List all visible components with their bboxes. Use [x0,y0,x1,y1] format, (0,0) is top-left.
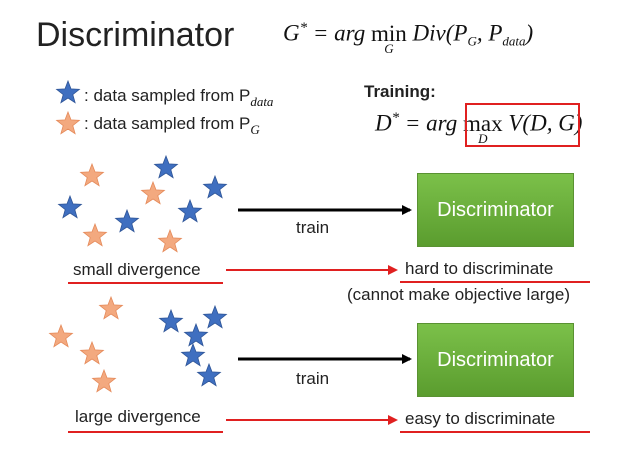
legend-generated: : data sampled from PG [84,114,260,138]
blue-star-5 [202,174,228,199]
formula-arg: arg [334,20,366,46]
blue-star-7 [177,198,203,223]
blue-star-12 [158,308,184,333]
large-divergence-label: large divergence [75,407,201,426]
formula-min-sub: G [384,40,394,56]
training-label: Training: [364,82,436,101]
formula-g-star: * [299,20,308,36]
formula-g-symbol: G [283,20,300,46]
orange-star-18 [91,368,117,393]
formula-sub-g: G [467,33,477,49]
legend-gen-sub: G [250,122,260,137]
discriminator-box-top: Discriminator [417,173,574,247]
formula-value: V(D, G) [508,110,583,136]
highlight-box [465,103,580,147]
formula-d-eq: = [404,110,421,136]
orange-star-16 [79,340,105,365]
blue-star-3 [153,154,179,179]
blue-star-19 [196,362,222,387]
formula-close: ) [525,20,534,46]
orange-star-9 [82,222,108,247]
hard-to-discriminate-label: hard to discriminate [405,259,554,278]
formula-eq: = [312,20,329,46]
blue-star-15 [183,322,209,347]
formula-sub-data: data [502,33,526,49]
orange-star-2 [79,162,105,187]
blue-star-13 [202,304,228,329]
legend-data-sub: data [250,94,274,109]
formula-max-op: max [463,110,503,136]
objective-note: (cannot make objective large) [347,285,571,304]
legend-gen-text: : data sampled from P [84,114,251,133]
formula-d-arg: arg [426,110,458,136]
orange-star-10 [157,228,183,253]
formula-min-op: min [371,20,407,46]
formula-max-sub: D [478,130,488,146]
formula-comma-p: , P [476,20,503,46]
page-title: Discriminator [36,16,235,54]
train-label-top: train [296,218,330,237]
orange-star-14 [48,323,74,348]
blue-star-6 [57,194,83,219]
formula-d-star: * [391,110,400,126]
legend-star-data [55,79,81,104]
easy-to-discriminate-label: easy to discriminate [405,409,556,428]
orange-star-4 [140,180,166,205]
train-label-bottom: train [296,369,330,388]
formula-div: Div(P [412,20,468,46]
orange-star-11 [98,295,124,320]
formula-d-symbol: D [375,110,392,136]
blue-star-17 [180,342,206,367]
legend-data: : data sampled from Pdata [84,84,273,110]
legend-star-generated [55,110,81,135]
small-divergence-label: small divergence [73,260,201,279]
discriminator-box-bottom: Discriminator [417,323,574,397]
legend-data-text: : data sampled from P [84,86,251,105]
blue-star-8 [114,208,140,233]
